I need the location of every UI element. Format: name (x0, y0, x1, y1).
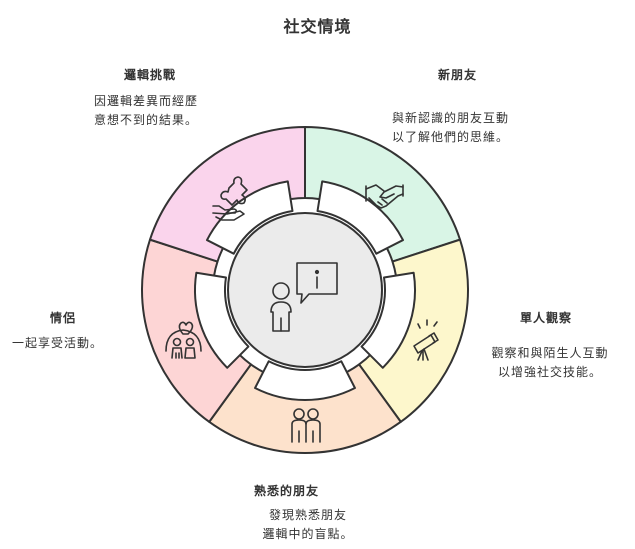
label-familiar-friends: 熟悉的朋友 (254, 484, 320, 498)
inner-ring-piece (316, 180, 405, 255)
handshake-icon (365, 184, 404, 209)
desc-line: 以了解他們的思維。 (392, 130, 510, 144)
couple-heart-icon (165, 321, 202, 359)
desc-line: 與新認識的朋友互動 (392, 111, 510, 125)
desc-line: 一起享受活動。 (12, 336, 104, 350)
diagram-title: 社交情境 (283, 17, 352, 36)
label-new-friends: 新朋友 (438, 68, 478, 82)
desc-solo-observation: 觀察和與陌生人互動 以增強社交技能。 (482, 344, 618, 382)
center-circle (227, 212, 383, 368)
desc-line: 意想不到的結果。 (94, 113, 199, 127)
friends-icon (291, 408, 321, 443)
person-thinking-icon (270, 262, 338, 332)
desc-line: 因邏輯差異而經歷 (94, 94, 199, 108)
label-logic-challenge: 邏輯挑戰 (124, 68, 177, 82)
desc-new-friends: 與新認識的朋友互動 以了解他們的思維。 (392, 109, 509, 147)
desc-line: 觀察和與陌生人互動 (491, 346, 609, 360)
inner-ring-piece (194, 271, 250, 369)
desc-line: 以增強社交技能。 (497, 365, 602, 379)
desc-line: 發現熟悉朋友 (268, 508, 347, 522)
inner-ring-piece (254, 360, 356, 401)
desc-logic-challenge: 因邏輯差異而經歷 意想不到的結果。 (94, 92, 198, 130)
puzzle-hand-icon (212, 176, 248, 221)
label-couple: 情侶 (50, 311, 77, 325)
label-solo-observation: 單人觀察 (520, 311, 573, 325)
desc-line: 邏輯中的盲點。 (262, 527, 354, 541)
inner-ring-piece (360, 271, 416, 369)
desc-familiar-friends: 發現熟悉朋友 邏輯中的盲點。 (256, 506, 360, 544)
telescope-icon (413, 319, 439, 361)
desc-couple: 一起享受活動。 (12, 334, 103, 353)
